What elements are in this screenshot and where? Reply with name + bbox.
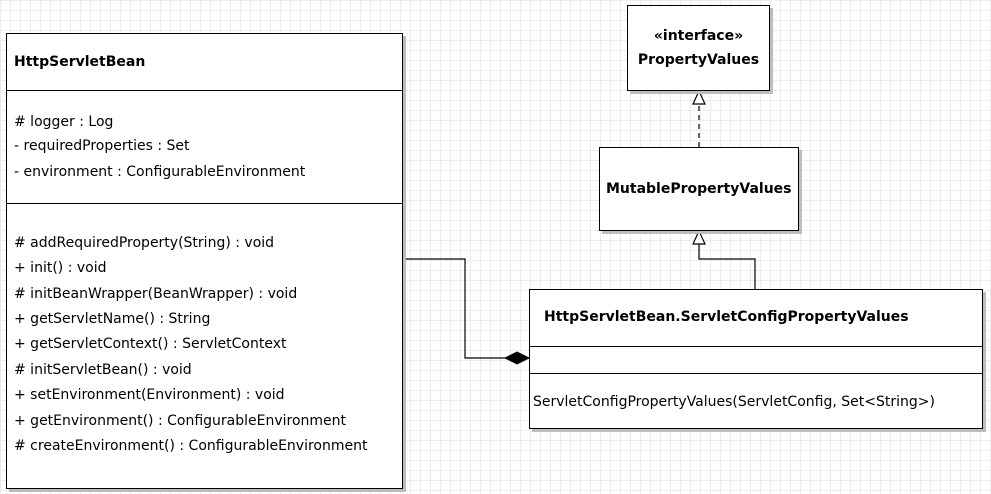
method: # addRequiredProperty(String) : void xyxy=(14,235,275,251)
method: + getServletContext() : ServletContext xyxy=(14,336,287,352)
class-name: MutablePropertyValues xyxy=(606,181,792,197)
class-name: HttpServletBean.ServletConfigPropertyVal… xyxy=(544,309,909,325)
field: - requiredProperties : Set xyxy=(14,138,190,154)
method: + getServletName() : String xyxy=(14,311,211,327)
operations-divider xyxy=(530,373,982,374)
field: # logger : Log xyxy=(14,114,114,130)
attributes-divider xyxy=(530,346,982,347)
class-http-servlet-bean[interactable]: HttpServletBean # logger : Log - require… xyxy=(6,33,403,489)
method: + init() : void xyxy=(14,260,107,276)
operations-divider xyxy=(7,203,402,204)
field: - environment : ConfigurableEnvironment xyxy=(14,164,306,180)
class-name: HttpServletBean xyxy=(14,54,146,70)
method: # initBeanWrapper(BeanWrapper) : void xyxy=(14,286,298,302)
interface-stereotype: «interface» xyxy=(653,28,744,44)
method: # initServletBean() : void xyxy=(14,362,192,378)
interface-name: PropertyValues xyxy=(637,52,760,68)
generalization-arrowhead xyxy=(692,229,706,245)
method: # createEnvironment() : ConfigurableEnvi… xyxy=(14,438,368,454)
composition-diamond xyxy=(503,351,531,365)
class-servlet-config-property-values[interactable]: HttpServletBean.ServletConfigPropertyVal… xyxy=(529,289,983,429)
realization-arrowhead xyxy=(692,89,706,105)
interface-property-values[interactable]: «interface» PropertyValues xyxy=(627,5,770,91)
method: + getEnvironment() : ConfigurableEnviron… xyxy=(14,413,347,429)
class-mutable-property-values[interactable]: MutablePropertyValues xyxy=(599,147,799,231)
composition-line xyxy=(402,258,505,359)
attributes-divider xyxy=(7,90,402,91)
method: ServletConfigPropertyValues(ServletConfi… xyxy=(533,394,935,410)
generalization-line xyxy=(698,244,756,289)
method: + setEnvironment(Environment) : void xyxy=(14,387,285,403)
